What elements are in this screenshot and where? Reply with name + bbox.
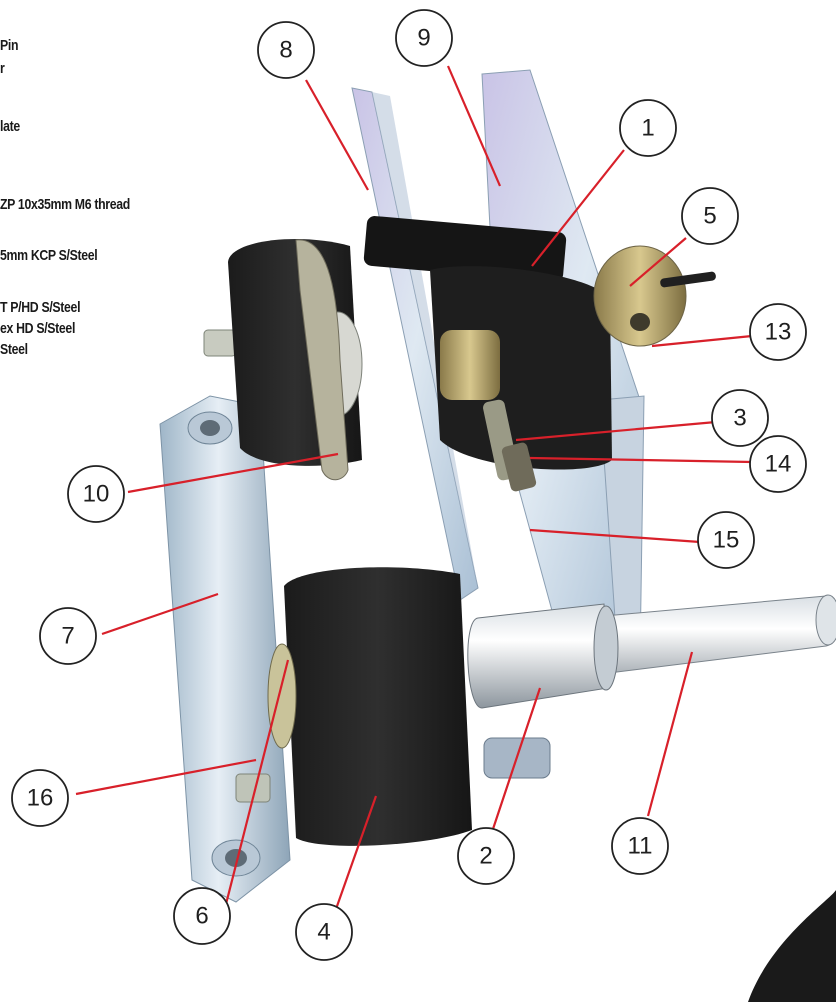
callout-number: 3 — [733, 404, 746, 431]
parts-list-line-6: T P/HD S/Steel — [0, 299, 81, 316]
callout-number: 10 — [83, 480, 110, 507]
callout-6: 6 — [173, 887, 231, 945]
callout-circle — [697, 511, 755, 569]
parts-list-line-1: Pin — [0, 37, 19, 54]
leader-5 — [629, 237, 687, 287]
pivot-link-shape — [295, 239, 349, 481]
callout-14: 14 — [749, 435, 807, 493]
callout-4: 4 — [295, 903, 353, 961]
callout-number: 13 — [765, 318, 792, 345]
callout-5: 5 — [681, 187, 739, 245]
callout-circle — [711, 389, 769, 447]
callout-number: 8 — [279, 36, 292, 63]
callout-circle — [257, 21, 315, 79]
inner-roller-shape — [430, 266, 612, 470]
leader-15 — [529, 528, 701, 544]
callout-8: 8 — [257, 21, 315, 79]
callout-number: 11 — [628, 832, 653, 859]
callout-2: 2 — [457, 827, 515, 885]
callout-circle — [749, 303, 807, 361]
callout-circle — [173, 887, 231, 945]
leader-10 — [127, 452, 339, 494]
leader-4 — [328, 795, 378, 927]
leader-9 — [446, 65, 502, 187]
roller-washer-shape — [267, 643, 297, 749]
callout-11: 11 — [611, 817, 669, 875]
callout-circle — [619, 99, 677, 157]
callout-circle — [611, 817, 669, 875]
leader-13 — [651, 334, 753, 348]
callout-number: 15 — [713, 526, 740, 553]
parts-list-line-5: 5mm KCP S/Steel — [0, 247, 98, 264]
callout-circle — [39, 607, 97, 665]
top-spacer-block-shape — [363, 216, 567, 282]
leader-8 — [305, 79, 369, 191]
lower-roller-shape — [284, 567, 472, 846]
parts-list-line-7: ex HD S/Steel — [0, 320, 76, 337]
callout-circle — [681, 187, 739, 245]
leader-14 — [529, 456, 753, 464]
end-collar-shape — [593, 245, 687, 347]
leader-2 — [488, 687, 542, 839]
parts-list-line-2: r — [0, 60, 5, 77]
callout-number: 14 — [765, 450, 792, 477]
callout-number: 6 — [195, 902, 208, 929]
parts-list-line-8: Steel — [0, 341, 28, 358]
leader-lines — [75, 65, 753, 927]
callout-number: 16 — [27, 784, 54, 811]
parts-list-line-4: ZP 10x35mm M6 thread — [0, 196, 130, 213]
callout-number: 4 — [317, 918, 330, 945]
callout-10: 10 — [67, 465, 125, 523]
leader-6 — [222, 659, 290, 913]
callout-number: 1 — [641, 114, 654, 141]
callout-number: 2 — [479, 842, 492, 869]
callout-16: 16 — [11, 769, 69, 827]
callout-number: 5 — [703, 202, 716, 229]
callout-circle — [295, 903, 353, 961]
mechanism-body — [159, 69, 836, 1002]
leader-7 — [101, 592, 219, 636]
callout-number: 7 — [61, 622, 74, 649]
parts-list-line-3: late — [0, 118, 20, 135]
threaded-stud-shape — [501, 442, 537, 492]
callout-1: 1 — [619, 99, 677, 157]
callout-7: 7 — [39, 607, 97, 665]
leader-11 — [646, 651, 694, 817]
leader-16 — [75, 758, 257, 796]
leader-3 — [515, 420, 717, 442]
callout-circle — [395, 9, 453, 67]
callout-circle — [67, 465, 125, 523]
callout-circle — [11, 769, 69, 827]
leader-1 — [531, 149, 625, 267]
callout-13: 13 — [749, 303, 807, 361]
callout-15: 15 — [697, 511, 755, 569]
callout-3: 3 — [711, 389, 769, 447]
callout-number: 9 — [417, 24, 430, 51]
sleeve-bush-shape — [467, 603, 609, 709]
base-plate-shape — [159, 395, 291, 903]
callout-circle — [457, 827, 515, 885]
callout-9: 9 — [395, 9, 453, 67]
callout-circle — [749, 435, 807, 493]
